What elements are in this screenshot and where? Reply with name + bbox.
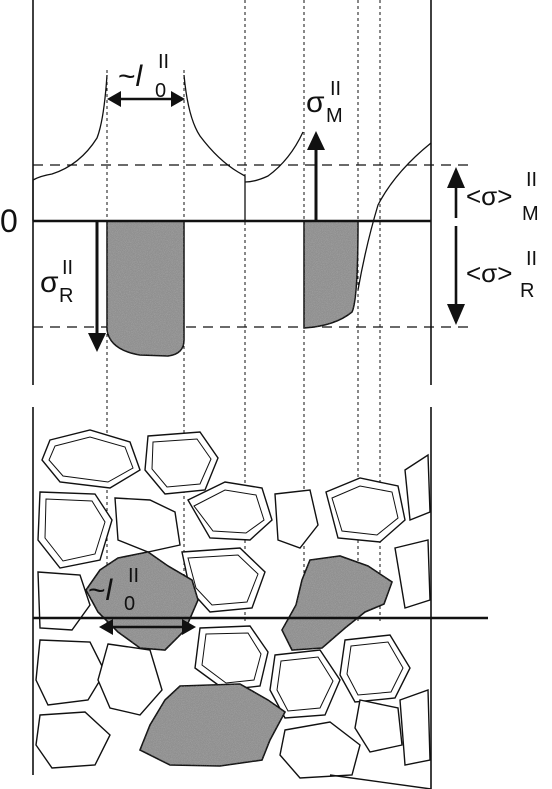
sigma-m-sup: II: [330, 78, 341, 100]
tensile-curve-segment-1: [32, 74, 108, 221]
compressive-region-left-texture: [107, 221, 184, 356]
avg-m-sub: M: [522, 203, 539, 225]
avg-m-label: <σ>: [466, 181, 512, 211]
avg-m-sup: II: [526, 169, 537, 191]
particle-bottom-texture: [140, 684, 285, 766]
l0-label-top: ~l: [118, 60, 144, 93]
avg-r-label: <σ>: [466, 258, 512, 288]
projection-lines: [106, 0, 381, 623]
particle-left-texture: [86, 552, 198, 650]
l0-label-top-sup: II: [158, 51, 169, 73]
l0-width-arrow-bottom: [99, 619, 196, 635]
sigma-r-sub: R: [59, 285, 73, 307]
compressive-region-right-texture: [304, 221, 358, 328]
sigma-m-sub: M: [326, 105, 343, 127]
stress-profile-panel: 0 ~l 0 II σ M II σ R II: [0, 0, 539, 385]
tensile-curve-segment-3: [244, 131, 304, 183]
zero-label: 0: [0, 203, 18, 239]
particle-right-texture: [282, 556, 392, 650]
l0-label-bottom-sub: 0: [124, 593, 135, 615]
tensile-curve-segment-2: [183, 74, 246, 221]
tensile-curve-segment-4: [357, 142, 432, 291]
avg-r-sub: R: [520, 280, 534, 302]
l0-label-top-sub: 0: [155, 80, 166, 102]
mean-matrix-stress-arrow: [447, 167, 465, 218]
matrix-grains-inner-outline: [44, 436, 404, 712]
l0-label-bottom: ~l: [88, 574, 114, 607]
microstructure-panel: ~l 0 II: [32, 407, 488, 789]
sigma-r-label: σ: [40, 266, 59, 299]
bottom-edge-line: [329, 774, 432, 789]
l0-label-bottom-sup: II: [128, 565, 139, 587]
sigma-m-arrow: [307, 131, 325, 221]
sigma-m-label: σ: [306, 86, 325, 119]
sigma-r-sup: II: [62, 257, 73, 279]
avg-r-sup: II: [526, 248, 537, 270]
mean-particle-stress-arrow: [447, 226, 465, 325]
sigma-r-arrow: [88, 221, 106, 352]
l0-width-arrow-top: [107, 91, 185, 107]
